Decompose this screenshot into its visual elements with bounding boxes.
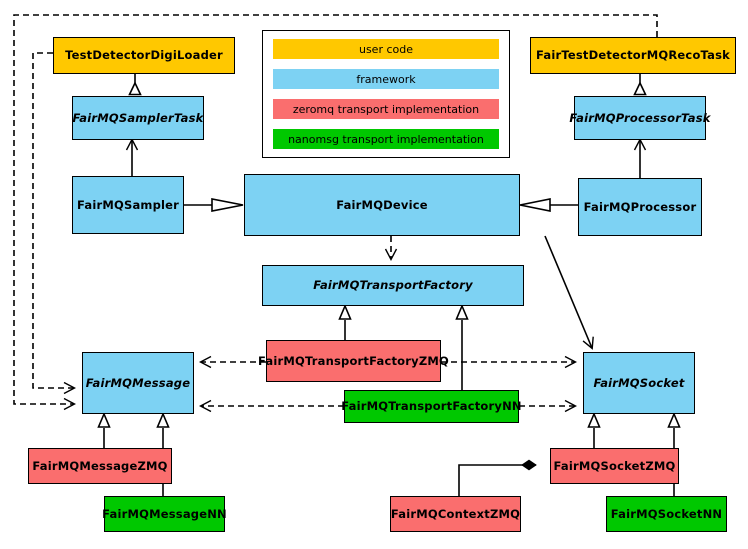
legend-label-framework: framework [356,72,416,86]
class-node-fairmq-message-nn[interactable]: FairMQMessageNN [102,496,227,532]
class-node-fairmq-transport-factory-zmq[interactable]: FairMQTransportFactoryZMQ [258,340,449,382]
class-node-fairmq-socket-zmq[interactable]: FairMQSocketZMQ [550,448,679,484]
legend-item-nanomsg: nanomsg transport implementation [273,129,499,149]
class-node-fairmq-message[interactable]: FairMQMessage [82,352,194,414]
class-node-fairmq-transport-factory[interactable]: FairMQTransportFactory [262,265,524,306]
class-node-fairmq-message-zmq[interactable]: FairMQMessageZMQ [28,448,172,484]
class-node-fairmq-transport-factory-nn[interactable]: FairMQTransportFactoryNN [341,390,522,423]
class-node-fairmq-processor[interactable]: FairMQProcessor [578,178,702,236]
class-node-fair-test-detector-mq-reco-task[interactable]: FairTestDetectorMQRecoTask [530,37,736,74]
legend-item-zeromq: zeromq transport implementation [273,99,499,119]
class-node-fairmq-socket[interactable]: FairMQSocket [583,352,695,414]
class-node-fairmq-device[interactable]: FairMQDevice [244,174,520,236]
legend-item-framework: framework [273,69,499,89]
class-node-fairmq-sampler-task[interactable]: FairMQSamplerTask [72,96,204,140]
class-node-test-detector-digi-loader[interactable]: TestDetectorDigiLoader [53,37,235,74]
legend-item-user-code: user code [273,39,499,59]
legend-label-zeromq: zeromq transport implementation [292,102,480,116]
class-node-fairmq-sampler[interactable]: FairMQSampler [72,176,184,234]
legend-label-user-code: user code [358,42,414,56]
legend-panel: user code framework zeromq transport imp… [262,30,510,158]
class-node-fairmq-processor-task[interactable]: FairMQProcessorTask [569,96,710,140]
legend-label-nanomsg: nanomsg transport implementation [288,132,484,146]
class-node-fairmq-context-zmq[interactable]: FairMQContextZMQ [390,496,521,532]
class-node-fairmq-socket-nn[interactable]: FairMQSocketNN [606,496,727,532]
